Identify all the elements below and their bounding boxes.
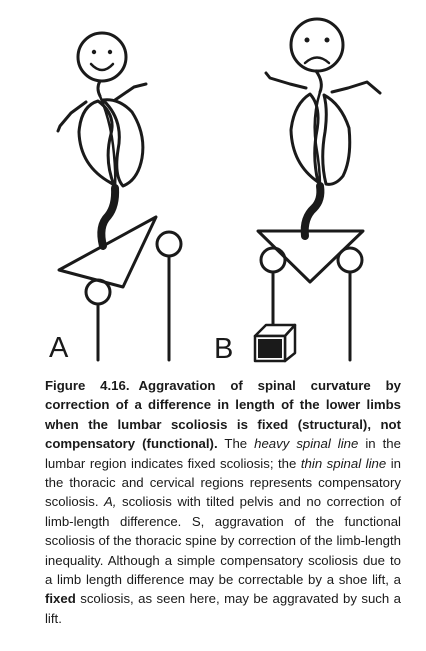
hip-right-b xyxy=(336,246,364,274)
panel-label-a: A xyxy=(49,332,69,364)
caption-text-4: scoliosis with tilted pelvis and no corr… xyxy=(45,494,401,588)
figure-illustration: A xyxy=(49,17,382,365)
hip-left-b xyxy=(259,246,287,274)
ribcage-right-a xyxy=(101,98,145,188)
caption-text-1: The xyxy=(217,436,255,452)
arm-left-a xyxy=(56,100,88,133)
ribcage-left-b xyxy=(289,92,320,184)
pelvis-a xyxy=(57,215,158,289)
smile-mouth xyxy=(89,62,115,72)
ribcage-right-b xyxy=(321,93,352,186)
thin-spine-b xyxy=(313,90,322,188)
caption-text-3: in the thoracic and cervical regions rep… xyxy=(45,455,401,510)
panel-label-b: B xyxy=(214,333,233,365)
caption-heavy-line: heavy spinal line xyxy=(254,436,359,452)
figure-b: B xyxy=(214,17,382,365)
heavy-spine-a xyxy=(97,184,120,250)
caption-text-2: in the lumbar region indicates fixed sco… xyxy=(45,436,401,471)
head-a xyxy=(76,31,128,83)
caption-thin-line: thin spinal line xyxy=(300,455,387,471)
frown-mouth xyxy=(303,56,331,65)
arm-left-b xyxy=(264,71,308,90)
scoliosis-figures: A xyxy=(49,17,382,365)
neck-a xyxy=(96,79,102,98)
thin-spine-a xyxy=(98,94,117,190)
eye-left-b xyxy=(304,37,310,43)
heavy-spine-b xyxy=(300,182,325,240)
figure-caption: Figure 4.16.Aggravation of spinal curvat… xyxy=(45,376,401,628)
figure-a: A xyxy=(49,31,183,364)
arm-right-b xyxy=(330,80,382,95)
caption-figure-label: Figure 4.16. xyxy=(45,378,130,393)
caption-figure-word: Figure xyxy=(45,378,101,393)
eye-right-b xyxy=(324,37,330,43)
eye-left-a xyxy=(91,49,97,55)
neck-b xyxy=(314,69,323,94)
caption-figure-number: 4.16. xyxy=(100,378,130,393)
caption-label-a: A, xyxy=(104,494,117,510)
ribcage-left-a xyxy=(77,99,116,187)
caption-fixed-word: fixed xyxy=(45,591,76,607)
hip-right-a xyxy=(155,230,183,258)
caption-text-5: scoliosis, as seen here, may be aggravat… xyxy=(45,591,401,626)
arm-right-a xyxy=(113,82,148,102)
head-b xyxy=(289,17,345,73)
caption-title: Aggravation of spinal curvature by corre… xyxy=(45,378,401,452)
shoe-lift-block xyxy=(253,323,297,363)
eye-right-a xyxy=(107,49,113,55)
hip-left-a xyxy=(84,278,112,306)
